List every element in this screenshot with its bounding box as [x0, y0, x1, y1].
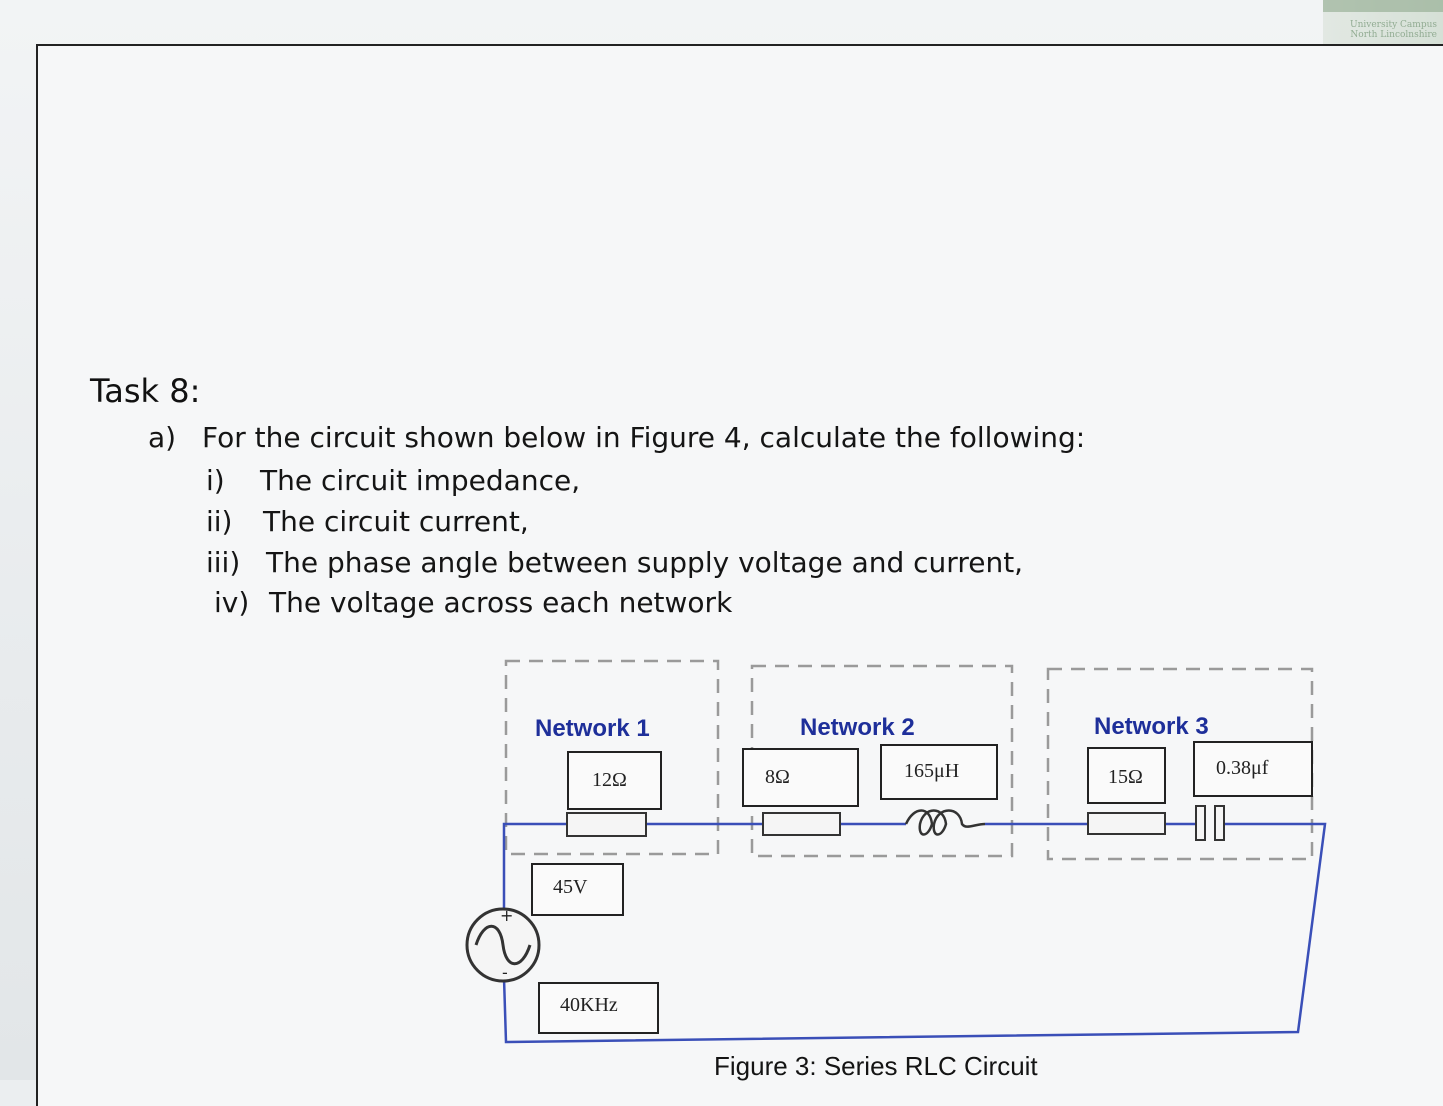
network-2-inductance: 165μH	[904, 760, 959, 782]
part-a-marker: a)	[148, 421, 177, 454]
item-marker: iii)	[206, 546, 241, 579]
network-3-resistance: 15Ω	[1108, 766, 1143, 788]
part-a-text: For the circuit shown below in Figure 4,…	[202, 421, 1086, 454]
wire	[502, 822, 567, 913]
question-part-a: a) For the circuit shown below in Figure …	[148, 421, 1085, 454]
source-voltage: 45V	[553, 876, 588, 898]
value-box	[531, 863, 624, 916]
logo-text: University Campus North Lincolnshire	[1350, 20, 1437, 40]
resistor-icon	[566, 812, 647, 837]
capacitor-icon	[1195, 805, 1225, 841]
network-2-resistance: 8Ω	[765, 766, 790, 788]
item-text: The circuit impedance,	[260, 464, 581, 497]
item-text: The voltage across each network	[269, 586, 733, 619]
network-3-label: Network 3	[1094, 713, 1209, 740]
value-box	[538, 982, 659, 1034]
wire	[502, 822, 1327, 1044]
list-item: iv) The voltage across each network	[214, 586, 732, 619]
item-marker: iv)	[214, 586, 250, 619]
list-item: iii) The phase angle between supply volta…	[206, 546, 1023, 579]
resistor-icon	[1087, 812, 1166, 835]
value-box	[1193, 741, 1313, 797]
ac-source-icon	[465, 907, 541, 983]
resistor-icon	[762, 812, 841, 836]
item-text: The circuit current,	[263, 505, 529, 538]
value-box	[742, 748, 859, 807]
network-1-resistance: 12Ω	[592, 769, 627, 791]
value-box	[1087, 747, 1166, 804]
item-text: The phase angle between supply voltage a…	[266, 546, 1024, 579]
value-box	[567, 751, 662, 810]
source-frequency: 40KHz	[560, 994, 618, 1016]
circuit-diagram: Network 1 Network 2 Network 3 12Ω 8Ω 165…	[465, 659, 1327, 1044]
university-logo: University Campus North Lincolnshire	[1323, 0, 1443, 52]
value-box	[880, 744, 998, 800]
document-page	[36, 44, 1443, 1106]
network-1-label: Network 1	[535, 715, 650, 742]
list-item: ii) The circuit current,	[206, 505, 529, 538]
source-minus-sign: -	[502, 963, 508, 982]
item-marker: ii)	[206, 505, 233, 538]
network-1-box	[504, 659, 720, 856]
figure-caption: Figure 3: Series RLC Circuit	[714, 1051, 1038, 1081]
network-2-label: Network 2	[800, 714, 915, 741]
inductor-icon	[904, 809, 986, 836]
source-plus-sign: +	[500, 906, 513, 925]
item-marker: i)	[206, 464, 225, 497]
logo-bar	[1323, 0, 1443, 12]
task-title: Task 8:	[90, 372, 201, 410]
network-3-capacitance: 0.38μf	[1216, 757, 1269, 779]
list-item: i) The circuit impedance,	[206, 464, 580, 497]
